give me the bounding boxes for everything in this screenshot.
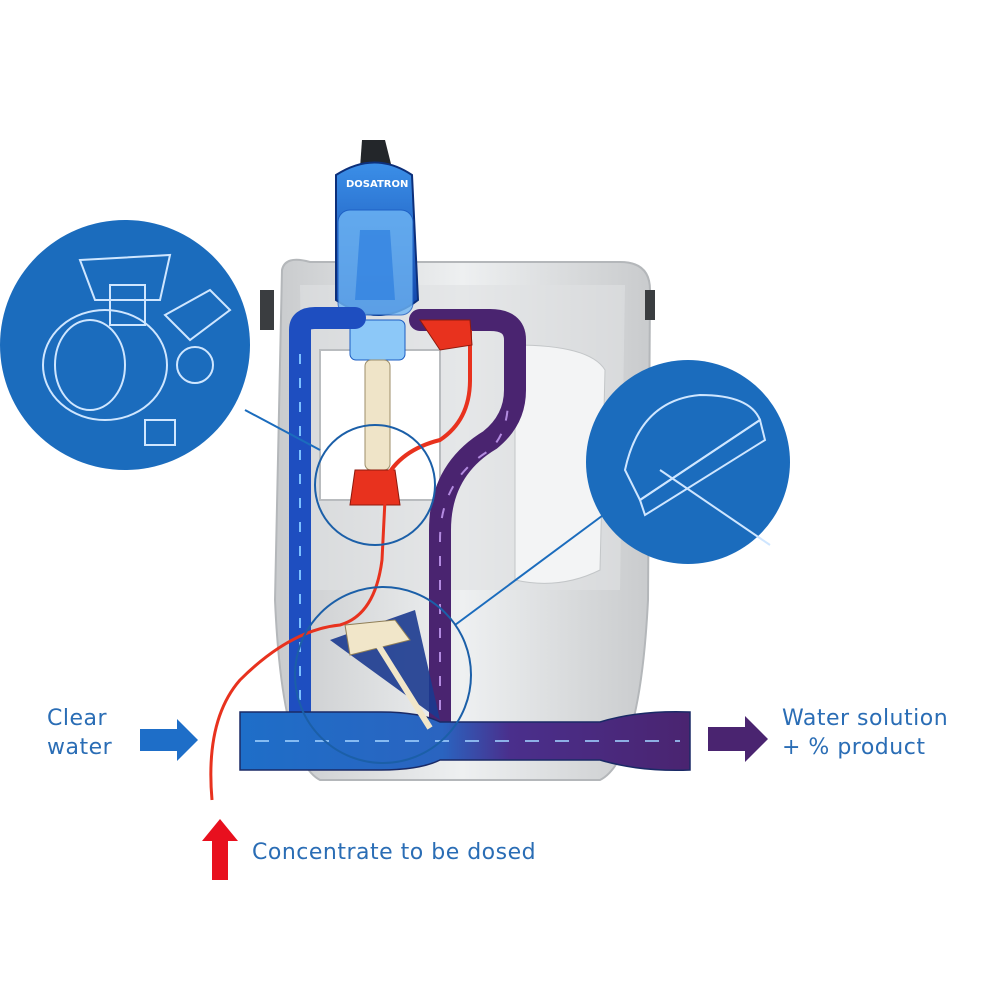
dosatron-pump: DOSATRON bbox=[335, 140, 420, 506]
inlet-label-line1: Clear bbox=[47, 706, 108, 731]
outlet-label-line1: Water solution bbox=[782, 706, 949, 731]
injector bbox=[330, 610, 440, 730]
solution-pipe bbox=[409, 309, 526, 736]
callout-right bbox=[454, 360, 790, 626]
clear-water-pipe bbox=[289, 307, 366, 731]
brand-label: DOSATRON bbox=[346, 179, 408, 190]
callout-left bbox=[0, 220, 321, 470]
inlet-label-line2: water bbox=[47, 735, 113, 760]
concentrate-label: Concentrate to be dosed bbox=[252, 840, 537, 865]
outlet-arrow-icon bbox=[708, 716, 768, 762]
outlet-label-line2: + % product bbox=[782, 735, 926, 760]
concentrate-arrow-icon bbox=[202, 819, 238, 880]
callout-rings bbox=[294, 424, 472, 764]
concentrate-line bbox=[209, 319, 473, 801]
inlet-arrow-icon bbox=[140, 719, 198, 761]
